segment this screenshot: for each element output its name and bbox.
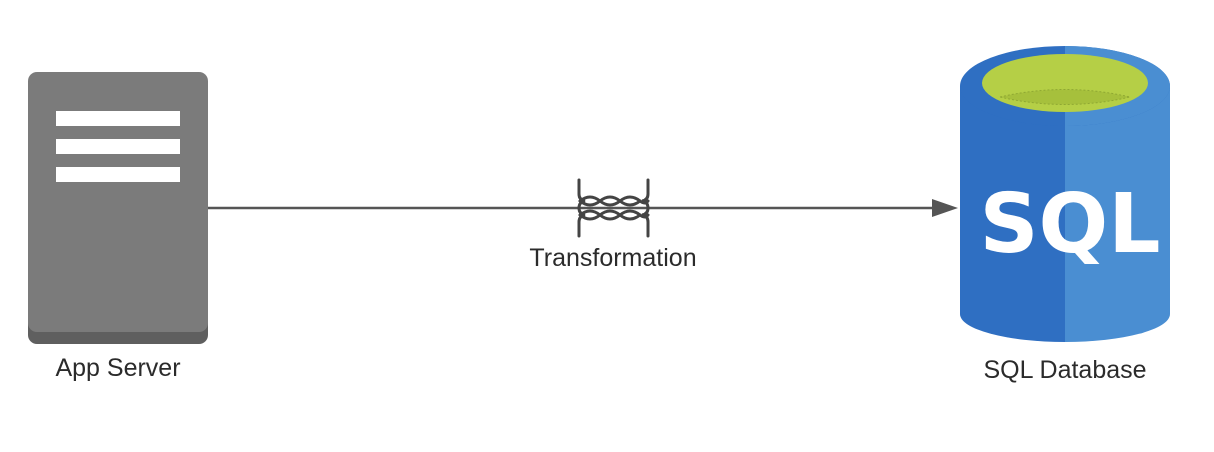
cylinder-top-inner bbox=[999, 89, 1131, 105]
sql-icon-text: SQL bbox=[979, 177, 1160, 272]
arrowhead bbox=[932, 199, 958, 217]
sql-database-icon: SQL bbox=[960, 46, 1170, 342]
server-slot bbox=[56, 111, 180, 126]
app-server-label: App Server bbox=[55, 354, 181, 382]
connector-arrow bbox=[208, 199, 958, 217]
transform-icon bbox=[577, 178, 650, 238]
server-slot bbox=[56, 139, 180, 154]
server-body bbox=[28, 72, 208, 332]
sql-database-label: SQL Database bbox=[983, 356, 1147, 384]
server-icon bbox=[28, 72, 208, 344]
transformation-label: Transformation bbox=[529, 244, 697, 272]
server-slot bbox=[56, 167, 180, 182]
